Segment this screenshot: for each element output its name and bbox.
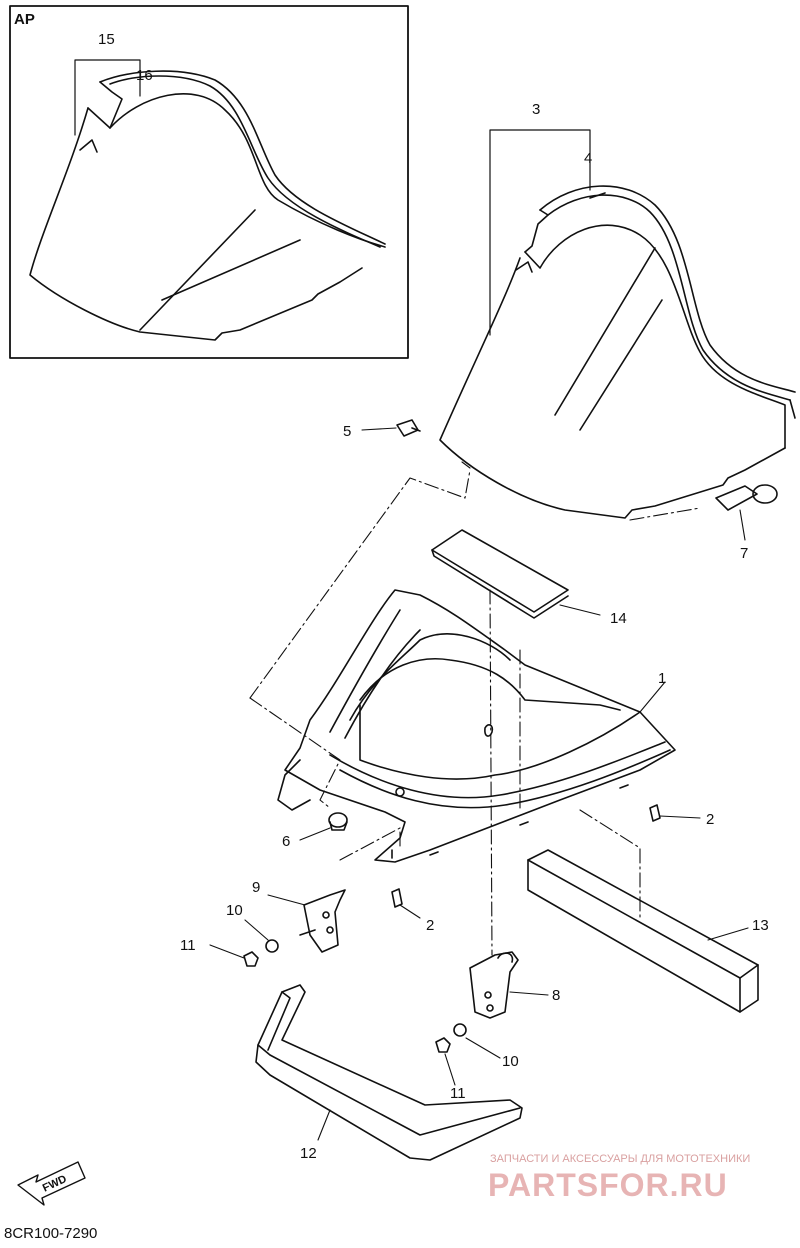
inset-frame xyxy=(9,5,409,359)
callout-bracket-3 xyxy=(489,129,591,336)
callout-11-right: 11 xyxy=(450,1085,466,1102)
callout-14: 14 xyxy=(610,610,627,627)
screw-2-lower xyxy=(391,888,421,919)
fastener-7 xyxy=(715,484,778,541)
watermark-logo: PARTSFOR.RU xyxy=(488,1167,728,1203)
watermark-tagline: ЗАПЧАСТИ И АКСЕССУАРЫ ДЛЯ МОТОТЕХНИКИ xyxy=(490,1153,750,1165)
callout-10-left: 10 xyxy=(226,902,243,919)
inset-windshield xyxy=(29,70,386,341)
callout-5: 5 xyxy=(343,423,351,440)
callout-4: 4 xyxy=(584,150,592,167)
callout-12: 12 xyxy=(300,1145,317,1162)
pad-14 xyxy=(431,529,601,619)
cowling-1 xyxy=(277,589,676,863)
callout-16: 16 xyxy=(136,67,153,84)
callout-11-left: 11 xyxy=(180,937,196,954)
fwd-arrow-icon xyxy=(17,1161,86,1206)
nut-11-right xyxy=(435,1037,456,1086)
callout-6: 6 xyxy=(282,833,290,850)
callout-10-right: 10 xyxy=(502,1053,519,1070)
block-13 xyxy=(527,849,759,1013)
callout-15: 15 xyxy=(98,31,115,48)
windshield-part-3 xyxy=(439,185,796,519)
callout-8: 8 xyxy=(552,987,560,1004)
callout-2-lower: 2 xyxy=(426,917,434,934)
washer-10-right xyxy=(453,1023,467,1037)
callout-2-right: 2 xyxy=(706,811,714,828)
grommet-6 xyxy=(299,812,348,841)
bracket-8 xyxy=(469,951,549,1019)
callout-7: 7 xyxy=(740,545,748,562)
bolt-5 xyxy=(361,419,421,437)
washer-10-left xyxy=(265,939,279,953)
callout-1: 1 xyxy=(658,670,666,687)
part-code: 8CR100-7290 xyxy=(4,1225,97,1242)
nut-11-left xyxy=(209,944,259,967)
callout-13: 13 xyxy=(752,917,769,934)
alignment-lines xyxy=(249,461,701,956)
callout-bracket-15 xyxy=(74,59,141,136)
screw-2-right xyxy=(649,804,701,822)
bracket-9 xyxy=(267,889,346,953)
bar-12 xyxy=(255,984,523,1161)
callout-9: 9 xyxy=(252,879,260,896)
inset-label: AP xyxy=(14,11,35,28)
callout-3: 3 xyxy=(532,101,540,118)
